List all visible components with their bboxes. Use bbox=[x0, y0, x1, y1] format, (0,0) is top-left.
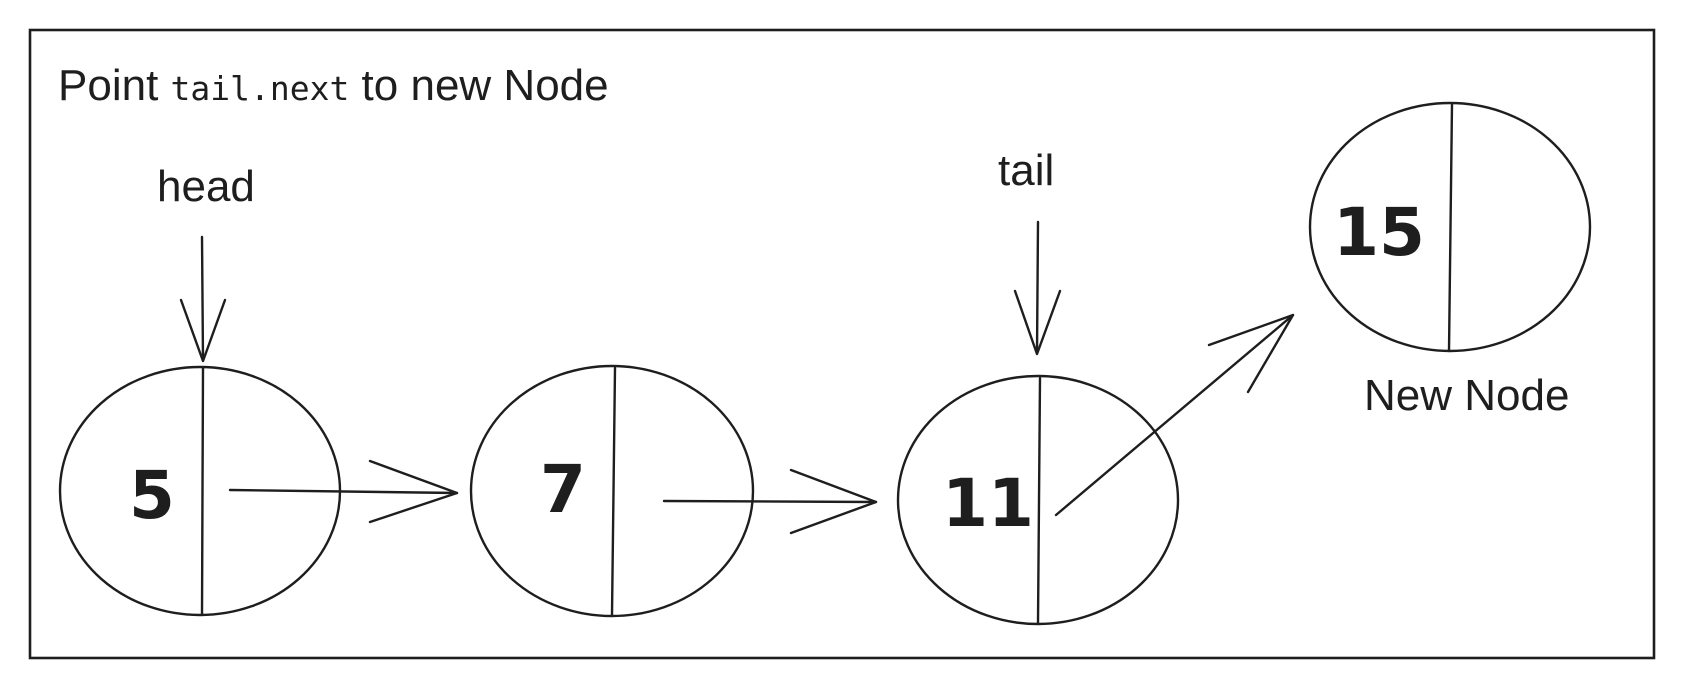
node-7-value: 7 bbox=[540, 451, 586, 528]
new-node-label: New Node bbox=[1364, 371, 1569, 420]
diagram-frame bbox=[28, 28, 1656, 660]
caption-after: to new Node bbox=[349, 61, 608, 110]
node-11: 11 bbox=[896, 374, 1180, 626]
node-15-value: 15 bbox=[1333, 194, 1425, 271]
step-caption: Point tail.next to new Node bbox=[58, 61, 609, 110]
caption-code: tail.next bbox=[171, 69, 350, 108]
node-11-value: 11 bbox=[942, 465, 1034, 542]
tail-pointer-arrow bbox=[1013, 220, 1062, 356]
node-15: 15 bbox=[1308, 101, 1592, 353]
node-7: 7 bbox=[469, 364, 755, 618]
next-arrow-11-to-15 bbox=[1054, 313, 1295, 517]
head-pointer-arrow bbox=[179, 235, 227, 363]
node-5-value: 5 bbox=[129, 457, 175, 534]
tail-label: tail bbox=[998, 146, 1054, 195]
head-label: head bbox=[157, 162, 255, 211]
next-arrow-7-to-11 bbox=[662, 468, 878, 535]
caption-before: Point bbox=[58, 61, 171, 110]
next-arrow-5-to-7 bbox=[228, 459, 459, 524]
